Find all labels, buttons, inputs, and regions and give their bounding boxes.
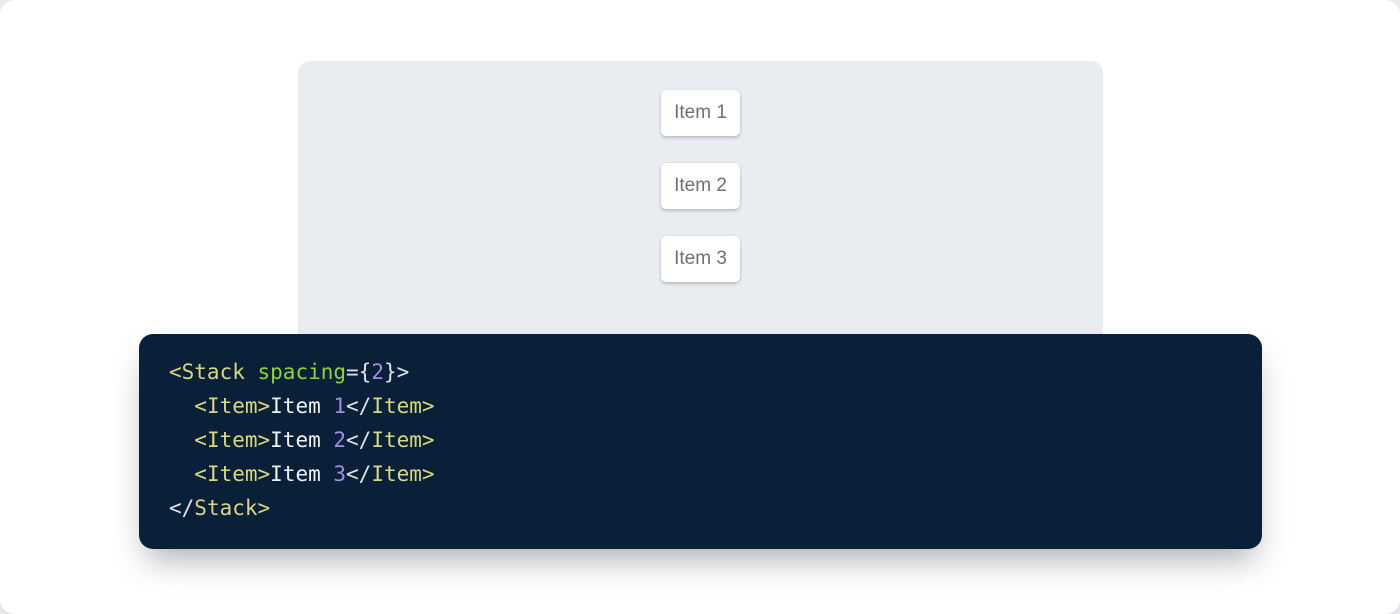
code-token: 2 [371,360,384,384]
code-token: </ [346,462,372,486]
stack-demo-panel: Item 1 Item 2 Item 3 [298,61,1103,361]
code-line: <Item>Item 3</Item> [169,457,1232,491]
code-token: <Item> [194,394,271,418]
code-token: <Stack [169,360,245,384]
code-line: <Item>Item 2</Item> [169,423,1232,457]
code-token [245,360,258,384]
code-token: spacing [257,360,347,384]
code-token: </ [169,496,195,520]
code-token: ={ [346,360,372,384]
code-block: <Stack spacing={2}> <Item>Item 1</Item> … [139,334,1262,549]
code-token: <Item> [194,462,271,486]
code-line: </Stack> [169,491,1232,525]
code-token: }> [383,360,410,384]
code-token: Stack> [194,496,271,520]
code-token [169,394,194,418]
code-token: 2 [333,428,347,452]
code-token [169,462,194,486]
code-token: Item> [371,462,435,486]
code-token: Item> [371,428,435,452]
code-token: Item [270,428,334,452]
code-token: 3 [333,462,347,486]
code-token: </ [346,394,372,418]
code-token: <Item> [194,428,271,452]
code-token [169,428,194,452]
code-line: <Item>Item 1</Item> [169,389,1232,423]
code-token: Item> [371,394,435,418]
code-line: <Stack spacing={2}> [169,355,1232,389]
stack-item: Item 3 [661,236,740,282]
stack-item: Item 1 [661,90,740,136]
code-token: </ [346,428,372,452]
code-token: Item [270,462,334,486]
code-token: 1 [333,394,347,418]
stack-item: Item 2 [661,163,740,209]
code-token: Item [270,394,334,418]
